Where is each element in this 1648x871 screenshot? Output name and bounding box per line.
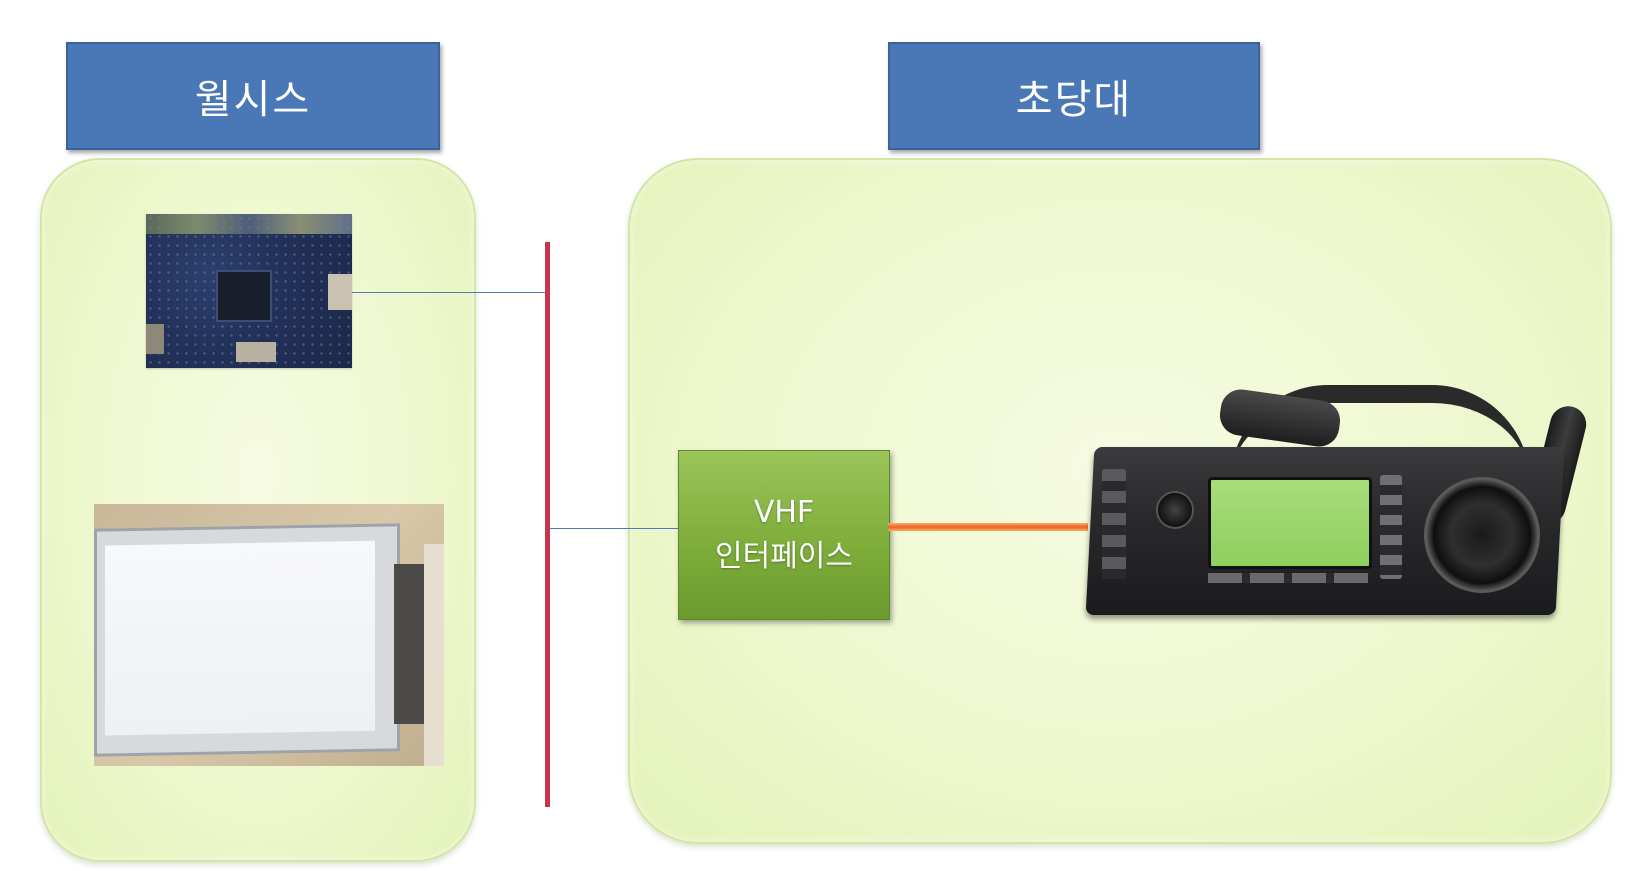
lcd-screen [105,540,375,736]
vhf-interface-box: VHF 인터페이스 [678,450,890,620]
lcd-side-edge [394,564,424,724]
radio-side-keys [1380,475,1402,579]
interface-to-radio-link [888,523,1088,531]
right-header: 초당대 [888,42,1260,150]
bus-to-interface-wire [550,528,678,529]
embedded-board-image [146,214,352,368]
board-connector-b [236,342,276,362]
board-to-bus-wire [352,292,546,293]
radio-function-buttons [1208,573,1368,583]
radio-left-buttons [1102,469,1126,579]
board-chip [216,270,272,322]
board-connector-c [146,324,164,354]
radio-tuning-dial [1424,477,1540,593]
vhf-interface-line2: 인터페이스 [715,539,853,574]
left-header: 월시스 [66,42,440,150]
radio-volume-knob [1156,491,1194,529]
vhf-interface-line1: VHF [753,495,815,530]
lcd-panel-image [94,504,444,766]
radio-display [1208,477,1372,569]
board-connector-a [328,274,352,310]
bus-line [545,242,550,807]
lcd-background-edge [424,544,444,766]
lcd-frame [94,523,400,757]
vhf-radio-image [1085,385,1610,615]
